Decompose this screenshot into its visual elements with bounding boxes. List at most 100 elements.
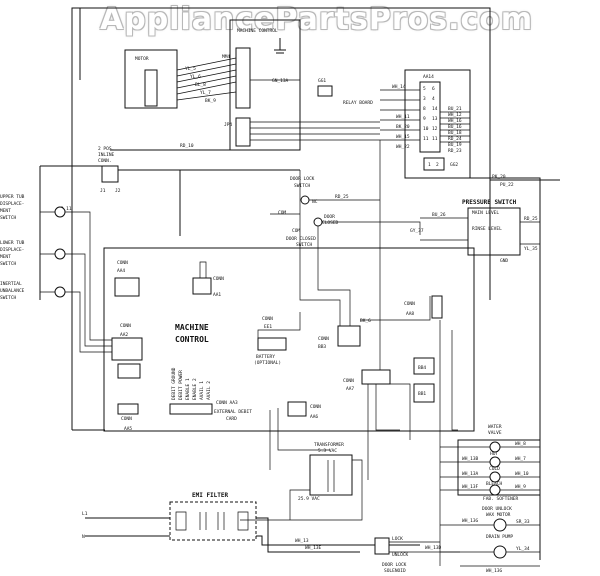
- j1-label: J1: [100, 188, 106, 194]
- svg-text:BATTERY: BATTERY: [256, 354, 275, 360]
- wire-label: WH_8: [515, 441, 526, 447]
- svg-text:DOOR CLOSED: DOOR CLOSED: [286, 236, 316, 242]
- debit-column-label: ENABLE 1: [185, 378, 191, 400]
- aa1-label: AA1: [213, 292, 221, 298]
- wax-motor-and-pump: DOOR UNLOCK WAX MOTOR DRAIN PUMP WH_13G …: [440, 506, 540, 574]
- svg-text:WAX MOTOR: WAX MOTOR: [486, 512, 511, 518]
- door-switches: DOOR LOCK SWITCH NC COM DOOR CLOSED COM …: [270, 176, 424, 248]
- cold-label: COLD: [489, 466, 500, 472]
- svg-text:SWITCH: SWITCH: [0, 295, 17, 301]
- bb4-label: BB4: [418, 365, 426, 371]
- svg-text:(OPTIONAL): (OPTIONAL): [254, 360, 281, 366]
- aa14-pin-number: 11: [432, 136, 438, 142]
- wax-motor-icon: [493, 518, 507, 532]
- hot-label: HOT: [490, 451, 498, 457]
- debit-column-label: AVAIL 2: [206, 381, 212, 400]
- hot-valve-icon: [489, 441, 501, 453]
- wire-label: WH_13G: [486, 568, 503, 574]
- wire-label: RD_25: [335, 194, 349, 200]
- conn-aa1: CONN AA1: [192, 261, 224, 298]
- svg-text:MENT: MENT: [0, 254, 11, 260]
- wire-label: WH_13D: [425, 545, 442, 551]
- wire-label: RD_23: [448, 148, 462, 154]
- water-valve: WATER VALVE HOT COLD BLEACH FAB. SOFTENE…: [440, 424, 541, 502]
- conn-aa5: CONN AA5: [117, 403, 139, 432]
- svg-text:WATER: WATER: [488, 424, 502, 430]
- aa14-pin-number: 8: [423, 106, 426, 112]
- aa14-pin-number: 9: [423, 116, 426, 122]
- aa14-pin-number: 10: [423, 126, 429, 132]
- wire-label: RD_25: [524, 216, 538, 222]
- aa4-label: AA4: [117, 268, 125, 274]
- fab-softener-label: FAB. SOFTENER: [483, 496, 519, 502]
- relay-board: GG1 RELAY BOARD: [317, 78, 373, 106]
- bb3-label: BB3: [318, 344, 326, 350]
- relay-board-label: RELAY BOARD: [343, 100, 373, 106]
- lock-label: LOCK: [392, 536, 403, 542]
- wire-label: WH_13F: [462, 484, 479, 490]
- conn-label: CONN: [310, 404, 321, 410]
- wire-label: RD_10: [180, 143, 194, 149]
- conn-aa8: CONN AA8: [404, 295, 443, 319]
- aa5-label: AA5: [124, 426, 132, 432]
- outer-frame: [71, 7, 491, 432]
- aa14-pin-number: 4: [432, 96, 435, 102]
- gg2-label: GG2: [450, 162, 458, 168]
- bb1-label: BB1: [418, 391, 426, 397]
- conn-label: CONN: [213, 276, 224, 282]
- aa8-label: AA8: [406, 311, 414, 317]
- debit-column-label: DEBIT GROUND: [171, 367, 177, 400]
- transformer-label: TRANSFORMER: [314, 442, 344, 448]
- two-pos-inline-connector: 2 POS. INLINE CONN. J1 J2: [98, 146, 121, 194]
- wire-label: WH_7: [515, 456, 526, 462]
- machine-control-label-2: CONTROL: [175, 335, 209, 344]
- wire-label: BU_18: [448, 130, 462, 136]
- unlock-label: UNLOCK: [392, 552, 409, 558]
- debit-column-label: AVAIL 1: [199, 381, 205, 400]
- wire-label: WH_13G: [462, 518, 479, 524]
- inertial-switch-icon: [54, 286, 66, 298]
- pressure-switch-label: PRESSURE SWITCH: [462, 199, 517, 206]
- main-level-label: MAIN LEVEL: [472, 210, 499, 216]
- wire-label: GY_37: [410, 228, 424, 234]
- wire-label: WH_12: [448, 112, 462, 118]
- conn-label: CONN: [343, 378, 354, 384]
- aa14-label: AA14: [423, 74, 434, 80]
- aa3-connector: [169, 403, 213, 415]
- conn-label: CONN: [120, 323, 131, 329]
- debit-column-label: ENABLE 2: [192, 378, 198, 400]
- left-switches: UPPER TUB DISPLACE- MENT SWITCH LOWER TU…: [0, 194, 112, 353]
- svg-text:SWITCH: SWITCH: [0, 215, 17, 221]
- svg-text:DOOR UNLOCK: DOOR UNLOCK: [482, 506, 512, 512]
- wire-label: WH_14: [392, 84, 406, 90]
- svg-text:SOLENOID: SOLENOID: [384, 568, 406, 574]
- wire-label: YL_7: [200, 90, 211, 96]
- aa14-pin-number: 13: [432, 116, 438, 122]
- conn-aa7: CONN AA7: [343, 369, 391, 392]
- wire-label: YL_6: [190, 74, 201, 80]
- mm4-label: MM4: [222, 54, 230, 60]
- svg-text:VALVE: VALVE: [488, 430, 502, 436]
- svg-text:LOWER TUB: LOWER TUB: [0, 240, 25, 246]
- wire-label: PU_22: [500, 182, 514, 188]
- battery-ee1: CONN EE1 BATTERY (OPTIONAL): [254, 316, 287, 366]
- l1-label: L1: [82, 511, 88, 517]
- aa14-pin-number: 14: [432, 106, 438, 112]
- door-lock-switch-label-1: DOOR LOCK: [290, 176, 315, 182]
- conn-aa4: CONN AA4: [114, 260, 140, 297]
- door-lock-solenoid: LOCK UNLOCK DOOR LOCK SOLENOID WH_13D: [374, 536, 460, 574]
- svg-text:DISPLACE-: DISPLACE-: [0, 247, 24, 253]
- wire-label: GN_13A: [272, 78, 289, 84]
- bleach-valve-icon: [489, 471, 501, 483]
- conn-bb4-bb1: BB4 BB1: [413, 357, 435, 403]
- n-label: N: [82, 534, 85, 540]
- aa6-label: AA6: [310, 414, 318, 420]
- motor-label: MOTOR: [135, 56, 149, 62]
- conn-label: CONN: [117, 260, 128, 266]
- door-closed-switch-icon: [313, 217, 323, 227]
- aa7-label: AA7: [346, 386, 354, 392]
- wire-label: SR_33: [516, 519, 530, 525]
- drain-pump-icon: [493, 545, 507, 559]
- wire-label: PK_20: [492, 174, 506, 180]
